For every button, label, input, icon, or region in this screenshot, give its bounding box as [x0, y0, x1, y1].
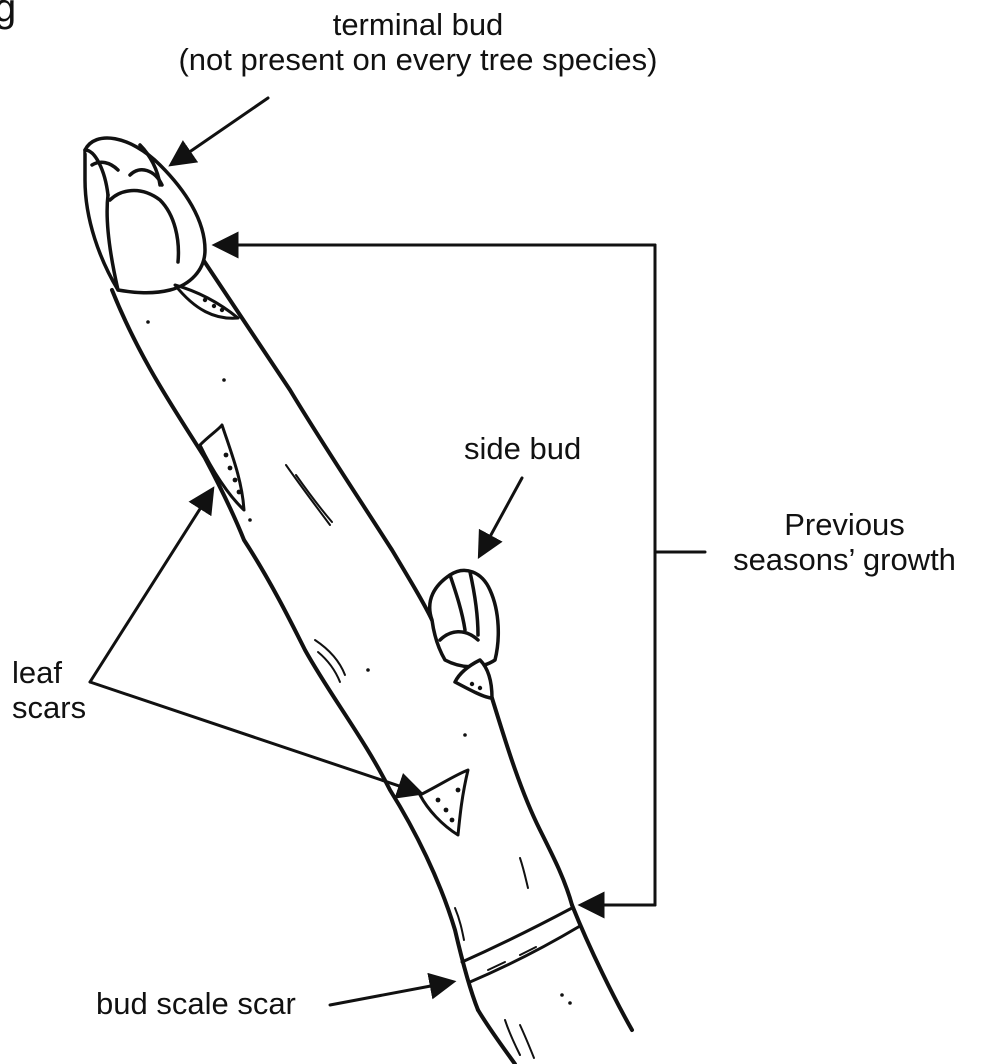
- lower-leaf-scar: [420, 770, 468, 835]
- leaf-scars-label-line1: leaf: [12, 656, 86, 691]
- terminal-leaf-scar: [175, 285, 238, 318]
- leaf-scar-lower-arrow: [90, 682, 420, 793]
- previous-growth-label-line2: seasons’ growth: [712, 543, 977, 578]
- side-bud-arrow: [480, 478, 522, 555]
- side-bud: [430, 570, 499, 698]
- terminal-bud-label: terminal bud (not present on every tree …: [118, 8, 718, 77]
- terminal-bud-label-line2: (not present on every tree species): [118, 43, 718, 78]
- bud-scale-scar-label: bud scale scar: [96, 987, 296, 1022]
- side-bud-label: side bud: [464, 432, 581, 467]
- terminal-bud: [85, 138, 205, 293]
- leaf-scar-upper-arrow: [90, 490, 212, 682]
- previous-growth-label-line1: Previous: [712, 508, 977, 543]
- twig-stem: [112, 255, 632, 1064]
- previous-growth-label: Previous seasons’ growth: [712, 508, 977, 577]
- terminal-bud-label-line1: terminal bud: [118, 8, 718, 43]
- leaf-scars-label: leaf scars: [12, 656, 86, 725]
- bud-scale-scar-arrow: [330, 982, 452, 1005]
- bud-scale-scar: [462, 908, 580, 982]
- terminal-bud-arrow: [172, 98, 268, 164]
- leaf-scars-label-line2: scars: [12, 691, 86, 726]
